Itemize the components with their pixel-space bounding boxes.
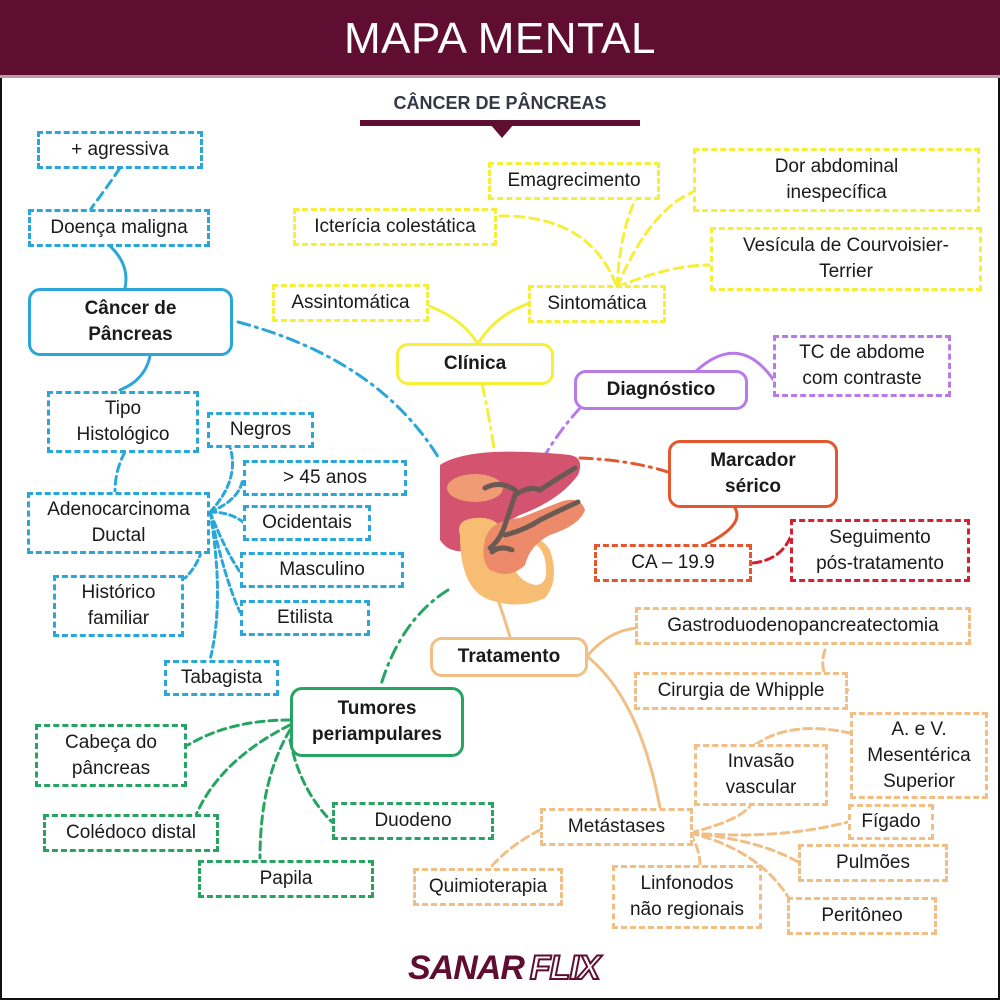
link-adeno-etil [208,510,242,614]
link-tumores-cabeca [186,718,292,747]
node-quimioterapia: Quimioterapia [413,868,563,906]
link-marcador-ca [703,506,739,547]
node-papila: Papila [198,860,374,898]
node-doenca-maligna: Doença maligna [28,209,210,247]
pancreas-liver-icon [440,451,585,605]
link-cancer-tipo [118,354,152,392]
link-ca-seg [751,536,792,565]
map-subtitle: CÂNCER DE PÂNCREAS [393,93,607,113]
link-meta-peritoneo [688,831,792,902]
link-tumores-coledoco [194,723,292,817]
logo-sanar-text: SANAR [408,948,525,987]
link-clinica-center [480,382,497,457]
link-meta-invasao [688,804,752,835]
node-vesicula: Vesícula de Courvoisier- Terrier [710,227,982,291]
link-adeno-masc [208,510,242,574]
link-meta-pulmoes [688,831,800,864]
link-adeno-ocid [208,510,245,524]
node-masculino: Masculino [240,552,404,588]
link-maligna-cancer [108,244,128,290]
node-coledoco-distal: Colédoco distal [43,814,219,852]
link-center-trat [496,598,512,639]
link-sint-ict [498,214,619,289]
link-adeno-tabag [208,510,219,662]
node-sintomatica: Sintomática [528,285,666,323]
node-ocidentais: Ocidentais [243,505,371,541]
link-tumores-duodeno [288,738,334,824]
branch-marcador-serico: Marcador sérico [668,440,838,508]
branch-diagnostico: Diagnóstico [574,370,748,410]
node-figado: Fígado [848,804,934,840]
link-tipo-adeno [113,450,127,494]
branch-clinica: Clínica [396,343,554,385]
link-adeno-idade [208,476,245,514]
node-peritoneo: Peritôneo [787,897,937,935]
link-cancer-center [236,320,442,462]
subtitle-arrow-icon [490,124,514,138]
node-idade: > 45 anos [243,460,407,496]
link-sint-ves [615,263,712,289]
link-clinica-sint [476,301,532,346]
link-sint-emag [615,194,639,289]
link-diag-center [543,406,582,457]
node-dor-abdominal: Dor abdominal inespecífica [693,148,980,212]
link-meta-figado [688,820,850,837]
node-tabagista: Tabagista [164,660,279,696]
node-tipo-histologico: Tipo Histológico [47,391,199,453]
node-seguimento: Seguimento pós-tratamento [790,519,970,582]
branch-tratamento: Tratamento [430,637,588,677]
link-center-marcador [578,456,670,474]
page-title: MAPA MENTAL [344,14,656,63]
header-banner: MAPA MENTAL [0,0,1000,78]
link-trat-gastro [586,626,639,657]
node-gastroduodenopancreatectomia: Gastroduodenopancreatectomia [635,607,971,645]
subtitle-underline [360,120,640,126]
link-adeno-negros [208,445,234,514]
link-center-tumores [378,588,450,690]
node-etilista: Etilista [240,600,370,636]
node-metastases: Metástases [540,808,693,846]
node-emagrecimento: Emagrecimento [488,162,660,200]
node-negros: Negros [207,412,314,448]
node-tc-abdome: TC de abdome com contraste [773,335,951,397]
sanarflix-logo: SANAR FLIX [408,948,602,988]
node-linfonodos: Linfonodos não regionais [612,865,762,929]
link-tumores-papila [258,728,292,860]
node-ictericia: Icterícia colestática [293,208,497,246]
node-duodeno: Duodeno [332,802,494,840]
node-historico-familiar: Histórico familiar [53,575,184,637]
logo-flix-text: FLIX [529,948,602,988]
link-agressiva-maligna [88,166,122,212]
node-agressiva: + agressiva [37,131,203,169]
node-assintomatica: Assintomática [272,284,429,322]
node-cabeca-pancreas: Cabeça do pâncreas [35,724,187,787]
node-adenocarcinoma: Adenocarcinoma Ductal [27,492,210,554]
branch-cancer-pancreas: Câncer de Pâncreas [28,288,233,356]
node-avms: A. e V. Mesentérica Superior [850,712,988,799]
branch-tumores-periampulares: Tumores periampulares [290,687,464,757]
node-cirurgia-whipple: Cirurgia de Whipple [634,672,848,710]
link-invasao-avms [753,727,852,747]
node-invasao-vascular: Invasão vascular [694,744,828,806]
link-diag-tc [693,351,777,384]
link-sint-dor [615,190,695,289]
node-pulmoes: Pulmões [798,844,948,882]
link-trat-meta [586,655,662,810]
link-meta-quimio [488,828,542,870]
node-ca-19-9: CA – 19.9 [594,544,752,582]
